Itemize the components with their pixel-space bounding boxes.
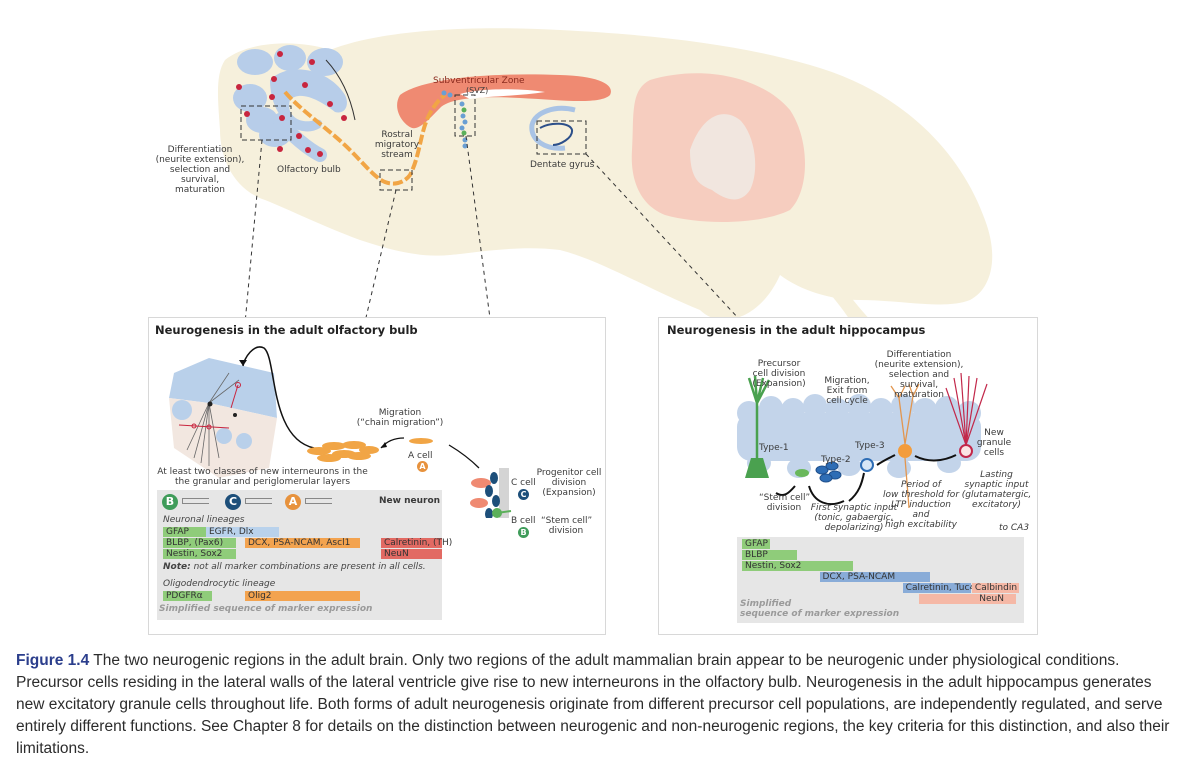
brain-sagittal-diagram — [217, 28, 993, 456]
hippo-marker-calretinin-tuc4: Calretinin, Tuc4 — [902, 583, 975, 593]
label-precursor: Precursor cell division (Expansion) — [752, 359, 806, 389]
olfactory-bulb-panel: Neurogenesis in the adult olfactory bulb — [148, 317, 606, 635]
label-to-ca3: to CA3 — [999, 523, 1030, 533]
label-stem-cell: “Stem cell” division — [541, 516, 593, 536]
label-differentiation: Differentiation (neurite extension), sel… — [155, 145, 245, 195]
marker-pdgfra: PDGFRα — [163, 591, 212, 601]
label-lasting: Lasting synaptic input (glutamatergic, e… — [961, 470, 1032, 510]
oligo-lineage-heading: Oligodendrocytic lineage — [163, 579, 276, 589]
label-b-cell: B cell — [511, 516, 536, 526]
a-cell-icon: A — [417, 461, 428, 472]
hippo-marker-gfap: GFAP — [742, 539, 770, 549]
olfactory-bulb — [233, 45, 356, 162]
figure-label: Figure 1.4 — [16, 652, 90, 669]
hippo-marker-nestin-sox2: Nestin, Sox2 — [742, 561, 853, 571]
figure-caption: Figure 1.4 The two neurogenic regions in… — [16, 650, 1176, 760]
label-svz-abbr: (SVZ) — [466, 86, 489, 95]
label-c-cell: C cell — [511, 478, 536, 488]
cerebellum-inner — [690, 114, 756, 200]
caption-text: The two neurogenic regions in the adult … — [16, 652, 1170, 757]
marker-egfr-dlx: EGFR, Dlx — [206, 527, 279, 537]
b-cell-stage-icon: B — [162, 494, 178, 510]
label-a-cell: A cell — [408, 451, 433, 461]
label-type-2: Type-2 — [821, 455, 851, 465]
marker-nestin: Nestin, Sox2 — [163, 549, 236, 559]
arrow-icon — [245, 498, 272, 504]
rostral-migratory-stream — [283, 90, 447, 186]
marker-calretinin: Calretinin, (TH) — [381, 538, 452, 548]
marker-blbp: BLBP, (Pax6) — [163, 538, 236, 548]
label-stem-cell-division: “Stem cell” division — [759, 493, 811, 513]
neuronal-lineages-heading: Neuronal lineages — [163, 515, 245, 525]
marker-gfap: GFAP — [163, 527, 206, 537]
arrow-icon — [182, 498, 209, 504]
label-new-granule: New granule cells — [976, 428, 1012, 458]
bulb-inset-box — [240, 105, 292, 141]
label-type-1: Type-1 — [759, 443, 789, 453]
a-cell-stage-icon: A — [285, 494, 301, 510]
svz-cells — [441, 90, 468, 149]
label-hippo-differentiation: Differentiation (neurite extension), sel… — [874, 350, 964, 400]
label-chain-migration: Migration (“chain migration”) — [356, 408, 444, 428]
label-interneurons: At least two classes of new interneurons… — [157, 467, 368, 487]
label-progenitor: Progenitor cell division (Expansion) — [536, 468, 602, 498]
c-cell-icon: C — [518, 489, 529, 500]
olfactory-marker-footer: Simplified sequence of marker expression — [159, 604, 373, 614]
olfactory-marker-table: B C A New neuron Neuronal lineages GFAP … — [157, 490, 452, 620]
hippocampus-panel: Neurogenesis in the adult hippocampus — [658, 317, 1038, 635]
olfactory-panel-title: Neurogenesis in the adult olfactory bulb — [155, 323, 418, 337]
hippo-marker-dcx-psa-ncam: DCX, PSA-NCAM — [819, 572, 931, 582]
brainstem — [770, 240, 880, 330]
label-olfactory-bulb: Olfactory bulb — [277, 165, 341, 175]
c-cell-stage-icon: C — [225, 494, 241, 510]
hippo-marker-blbp: BLBP — [742, 550, 798, 560]
svz-inset-box — [454, 94, 476, 137]
label-svz: Subventricular Zone — [433, 76, 525, 86]
olfactory-bulb-illustration — [169, 346, 512, 518]
hippocampus-illustration — [737, 372, 988, 509]
label-period: Period of low threshold for LTP inductio… — [882, 480, 960, 530]
dentate-gyrus — [529, 105, 587, 155]
hippocampus-marker-footer: Simplified sequence of marker expression — [740, 599, 900, 619]
label-type-3: Type-3 — [855, 441, 885, 451]
marker-dcx: DCX, PSA-NCAM, Ascl1 — [245, 538, 360, 548]
label-first-synaptic: First synaptic input (tonic, gabaergic, … — [810, 503, 898, 533]
marker-olig2: Olig2 — [245, 591, 360, 601]
arrow-icon — [305, 498, 332, 504]
hippo-marker-calbindin: Calbindin — [971, 583, 1019, 593]
hippocampus-panel-title: Neurogenesis in the adult hippocampus — [667, 323, 926, 337]
label-migration-exit: Migration, Exit from cell cycle — [824, 376, 870, 406]
lateral-ventricle — [397, 74, 611, 129]
label-rms: Rostral migratory stream — [374, 130, 420, 160]
hippo-marker-neun: NeuN — [919, 594, 1016, 604]
label-dentate-gyrus: Dentate gyrus — [530, 160, 595, 170]
b-cell-icon: B — [518, 527, 529, 538]
marker-note: Note: not all marker combinations are pr… — [163, 562, 426, 572]
new-neuron-label: New neuron — [379, 496, 441, 506]
marker-neun: NeuN — [381, 549, 442, 559]
